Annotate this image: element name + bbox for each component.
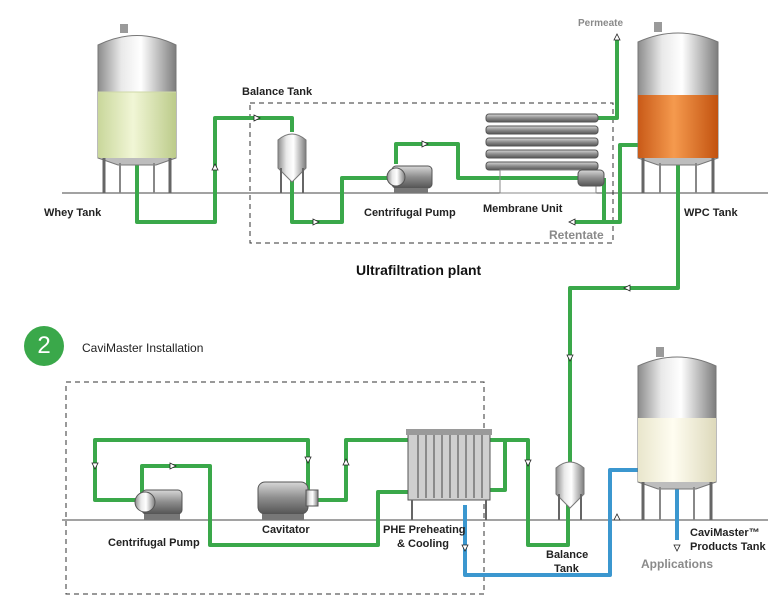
arrow-icon (568, 218, 576, 226)
label-cavitator: Cavitator (262, 524, 310, 536)
centrifugal-pump-bottom (134, 489, 183, 520)
label-balance-tank-bottom-1: Balance (546, 549, 589, 561)
label-products-tank-2: Products Tank (690, 541, 766, 553)
label-balance-tank-top: Balance Tank (242, 86, 313, 98)
arrow-icon (169, 462, 177, 470)
flow-arrows (91, 33, 681, 552)
arrow-icon (524, 459, 532, 467)
balance-tank-bottom (555, 461, 585, 520)
wpc-tank (637, 22, 719, 193)
label-centrifugal-pump-top: Centrifugal Pump (364, 207, 456, 219)
cavitator (257, 481, 319, 520)
label-ultrafiltration-plant: Ultrafiltration plant (356, 262, 482, 278)
products-tank (637, 347, 717, 520)
phe-unit (406, 429, 492, 520)
arrow-icon (304, 456, 312, 464)
balance-tank-top (277, 133, 307, 193)
arrow-icon (623, 284, 631, 292)
arrow-icon (91, 462, 99, 470)
label-membrane-unit: Membrane Unit (483, 203, 563, 215)
ultrafiltration-boundary (249, 102, 614, 244)
whey-tank (97, 24, 177, 193)
label-retentate: Retentate (549, 228, 604, 242)
centrifugal-pump-top (386, 165, 433, 193)
label-phe-line2: & Cooling (397, 538, 449, 550)
label-phe-line1: PHE Preheating (383, 524, 466, 536)
label-wpc-tank: WPC Tank (684, 207, 738, 219)
arrow-icon (461, 544, 469, 552)
label-applications: Applications (641, 557, 714, 571)
label-balance-tank-bottom-2: Tank (554, 563, 579, 575)
label-products-tank-1: CaviMaster™ (690, 527, 760, 539)
arrow-icon (613, 33, 621, 41)
arrow-icon (342, 458, 350, 466)
arrow-icon (566, 354, 574, 362)
arrow-icon (312, 218, 320, 226)
step-badge: 2 (24, 326, 64, 366)
arrow-icon (673, 544, 681, 552)
label-cavimaster-installation: CaviMaster Installation (82, 341, 204, 355)
label-permeate: Permeate (578, 18, 624, 29)
arrow-icon (613, 513, 621, 521)
arrow-icon (211, 163, 219, 171)
label-whey-tank: Whey Tank (44, 207, 102, 219)
label-centrifugal-pump-bottom: Centrifugal Pump (108, 537, 200, 549)
arrow-icon (253, 114, 261, 122)
arrow-icon (421, 140, 429, 148)
membrane-unit (485, 113, 605, 194)
